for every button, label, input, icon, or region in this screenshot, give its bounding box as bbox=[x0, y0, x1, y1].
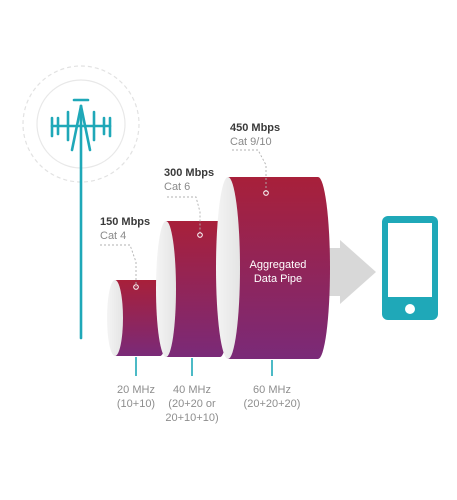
speed-value: 450 Mbps bbox=[230, 122, 281, 134]
bandwidth-label-cat6: 40 MHz (20+20 or 20+10+10) bbox=[165, 384, 219, 424]
speed-label-cat4: 150 Mbps Cat 4 bbox=[100, 215, 150, 243]
speed-label-cat9-10: 450 Mbps Cat 9/10 bbox=[230, 121, 280, 149]
speed-value: 300 Mbps bbox=[164, 167, 215, 179]
cylinder-cat6 bbox=[156, 221, 230, 357]
bandwidth-stems bbox=[135, 357, 273, 376]
aggregated-pipe-label: Aggregated Data Pipe bbox=[249, 259, 307, 285]
callout-dots bbox=[133, 190, 269, 290]
speed-value: 150 Mbps bbox=[100, 216, 151, 228]
category-value: Cat 6 bbox=[164, 181, 191, 193]
smartphone-icon bbox=[382, 216, 438, 320]
arrow-right-icon bbox=[326, 240, 376, 304]
cylinder-cat9-10 bbox=[216, 177, 330, 359]
bandwidth-label-cat9-10: 60 MHz (20+20+20) bbox=[243, 384, 301, 410]
speed-label-cat6: 300 Mbps Cat 6 bbox=[164, 166, 214, 194]
cell-tower-icon bbox=[50, 98, 112, 340]
category-value: Cat 4 bbox=[100, 230, 127, 242]
category-value: Cat 9/10 bbox=[230, 136, 272, 148]
bandwidth-label-cat4: 20 MHz (10+10) bbox=[116, 384, 156, 410]
callout-leaders bbox=[100, 149, 267, 287]
